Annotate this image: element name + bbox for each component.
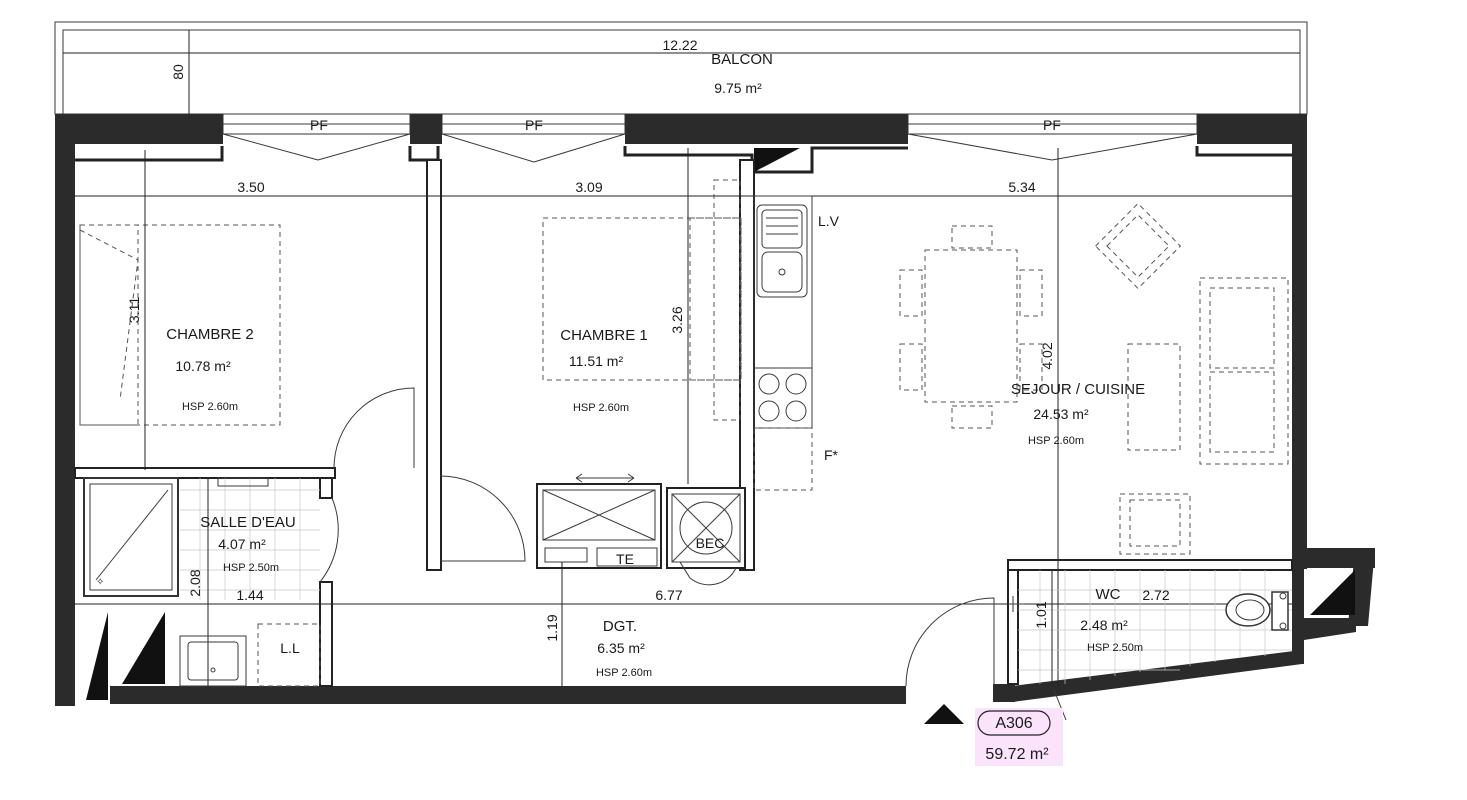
interior-walls <box>74 146 1293 687</box>
shower-icon: ✧ <box>83 477 179 597</box>
toilet-icon <box>1225 591 1289 631</box>
salle-d-eau-name: SALLE D'EAU <box>200 514 295 531</box>
sejour-area: 24.53 m² <box>1033 406 1089 422</box>
wc-tile-grid <box>1018 570 1292 684</box>
window-label-1: PF <box>310 117 328 133</box>
chambre-2-area: 10.78 m² <box>175 358 231 374</box>
sejour-hsp: HSP 2.60m <box>1028 435 1084 447</box>
sejour-height: 4.02 <box>1039 342 1055 369</box>
dgt-area: 6.35 m² <box>597 640 645 656</box>
chambre-1-name: CHAMBRE 1 <box>560 327 648 344</box>
chambre-2-name: CHAMBRE 2 <box>166 326 254 343</box>
balcony-area: 9.75 m² <box>714 80 762 96</box>
bec-boiler-icon: BEC <box>671 493 741 586</box>
room-chambre-2: 3.11 3.50 CHAMBRE 2 10.78 m² HSP 2.60m <box>79 150 415 470</box>
dining-table-icon <box>899 225 1043 429</box>
chambre-2-width: 3.50 <box>237 179 264 195</box>
dgt-width: 6.77 <box>655 587 682 603</box>
room-chambre-1: 3.26 3.09 CHAMBRE 1 11.51 m² HSP 2.60m T… <box>439 148 742 567</box>
chambre-1-area: 11.51 m² <box>569 353 624 369</box>
chambre-1-height: 3.26 <box>669 306 685 333</box>
coffee-table-icon <box>1127 343 1181 451</box>
window-label-2: PF <box>525 117 543 133</box>
wc-area: 2.48 m² <box>1080 617 1128 633</box>
window-pf-1: PF <box>222 113 411 161</box>
window-pf-3: PF <box>907 113 1198 161</box>
te-label: TE <box>616 551 634 567</box>
ll-label: L.L <box>280 640 300 656</box>
window-label-3: PF <box>1043 117 1061 133</box>
tile-grid <box>180 478 320 600</box>
room-wc: 1.01 2.72 WC 2.48 m² HSP 2.50m <box>1008 570 1292 721</box>
balcony-depth-label: 80 <box>170 64 186 80</box>
chambre-2-hsp: HSP 2.60m <box>182 401 238 413</box>
washing-machine-icon <box>257 623 321 687</box>
wc-height: 1.01 <box>1033 601 1049 628</box>
unit-tag: A306 59.72 m² <box>924 704 1063 766</box>
chambre-1-width: 3.09 <box>575 179 602 195</box>
salle-d-eau-area: 4.07 m² <box>218 536 266 552</box>
entrance-arrow-icon <box>924 704 964 724</box>
balcony-width-label: 12.22 <box>662 37 697 53</box>
dgt-name: DGT. <box>603 618 637 635</box>
exterior-walls <box>55 114 1375 706</box>
balcony: 12.22 80 BALCON 9.75 m² <box>54 21 1308 115</box>
window-pf-2: PF <box>441 113 626 163</box>
svg-text:✧: ✧ <box>96 577 104 588</box>
wc-hsp: HSP 2.50m <box>1087 642 1143 654</box>
unit-total-area: 59.72 m² <box>985 746 1049 763</box>
dgt-height: 1.19 <box>544 614 560 641</box>
sejour-name: SEJOUR / CUISINE <box>1011 381 1145 398</box>
sofa-icon <box>1199 277 1289 465</box>
wc-name: WC <box>1096 586 1121 603</box>
washbasin-icon <box>179 635 247 687</box>
armchair-icon <box>1094 202 1182 290</box>
salle-d-eau-height: 2.08 <box>187 569 203 596</box>
cooktop-icon <box>753 367 813 429</box>
kitchen-sink-icon <box>756 204 808 298</box>
room-dgt: 1.19 6.77 DGT. 6.35 m² HSP 2.60m <box>544 562 995 687</box>
chambre-2-height: 3.11 <box>126 297 142 323</box>
dgt-hsp: HSP 2.60m <box>596 667 652 679</box>
salle-d-eau-width: 1.44 <box>236 587 263 603</box>
armchair-bottom-icon <box>1119 493 1191 555</box>
lv-label: L.V <box>818 213 840 229</box>
salle-d-eau-hsp: HSP 2.50m <box>223 562 279 574</box>
entrance-door <box>905 597 995 687</box>
f-label: F* <box>824 447 839 463</box>
room-sejour-cuisine: L.V F* <box>713 148 1289 686</box>
balcony-name: BALCON <box>711 51 773 68</box>
room-salle-d-eau: ✧ 2.08 1.44 SALLE D'EAU 4.07 m² HSP 2.50… <box>75 477 1292 687</box>
sejour-width: 5.34 <box>1008 179 1035 195</box>
chambre-1-hsp: HSP 2.60m <box>573 402 629 414</box>
bec-label: BEC <box>696 535 725 551</box>
wc-width: 2.72 <box>1142 587 1169 603</box>
unit-id: A306 <box>995 715 1032 732</box>
